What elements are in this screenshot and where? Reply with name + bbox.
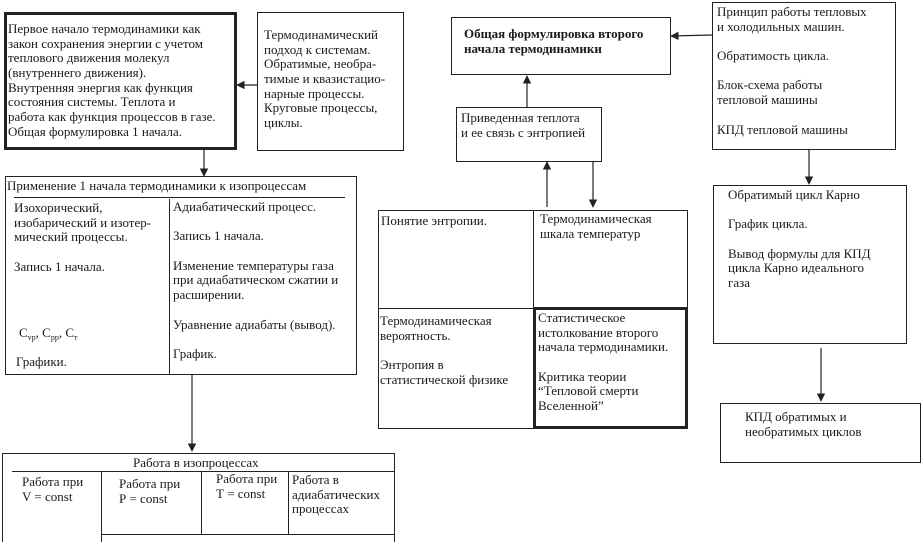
temperature-scale: Термодинамическая шкала температур <box>540 211 652 241</box>
reduced-heat-box <box>456 107 602 162</box>
entropy-v-divider-top <box>533 210 534 308</box>
isoprocess-left-text: Изохорический, изобарический и изотер- м… <box>14 200 152 274</box>
second-law-box <box>451 17 671 75</box>
heat-engines-text: Принцип работы тепловых и холодильных ма… <box>717 4 867 137</box>
work-box <box>2 453 395 542</box>
work-header: Работа в изопроцессах <box>133 455 259 470</box>
arrow-engines-to-second-law <box>670 31 713 41</box>
isoprocess-graphs: Графики. <box>16 354 67 369</box>
work-divider-3 <box>288 472 289 534</box>
entropy-concept: Понятие энтропии. <box>381 213 487 228</box>
statistical-box <box>533 307 688 429</box>
entropy-h-divider <box>378 308 533 309</box>
kpd-box <box>720 403 921 463</box>
thermo-approach-box <box>257 12 404 151</box>
first-law-text: Первое начало термодинамики как закон со… <box>8 21 216 139</box>
work-bottom-line <box>202 534 395 535</box>
isoprocess-divider <box>169 199 170 374</box>
reduced-heat-text: Приведенная теплота и ее связь с энтропи… <box>461 110 586 140</box>
heat-engines-box <box>712 2 896 150</box>
isoprocess-box <box>5 176 357 375</box>
work-p-const: Работа при Р = const <box>119 476 181 506</box>
isoprocess-header-line <box>14 197 345 198</box>
work-divider-2-bottom <box>102 534 202 535</box>
isoprocess-header: Применение 1 начала термодинамики к изоп… <box>7 178 307 193</box>
adiabatic-text: Адиабатический процесс. Запись 1 начала.… <box>173 199 339 361</box>
statistical-interpretation: Статистическое истолкование второго нача… <box>538 310 669 414</box>
work-v-const: Работа при V = const <box>22 474 84 504</box>
second-law-title: Общая формулировка второго начала термод… <box>464 26 644 56</box>
thermo-approach-text: Термодинамический подход к системам. Обр… <box>264 27 386 131</box>
work-t-const: Работа при Т = const <box>216 471 278 501</box>
work-divider-2 <box>201 472 202 534</box>
thermo-probability: Термодинамическая вероятность. Энтропия … <box>380 313 509 387</box>
heat-capacity-symbols: Сvр, Сpр, Ст <box>19 324 78 342</box>
work-divider-1 <box>101 472 102 542</box>
kpd-text: КПД обратимых и необратимых циклов <box>745 409 862 439</box>
first-law-box <box>4 12 237 150</box>
work-adiabatic: Работа в адиабатических процессах <box>292 472 380 517</box>
carnot-text: Обратимый цикл Карно График цикла. Вывод… <box>728 187 871 291</box>
carnot-box <box>713 185 907 344</box>
work-header-line <box>12 471 395 472</box>
